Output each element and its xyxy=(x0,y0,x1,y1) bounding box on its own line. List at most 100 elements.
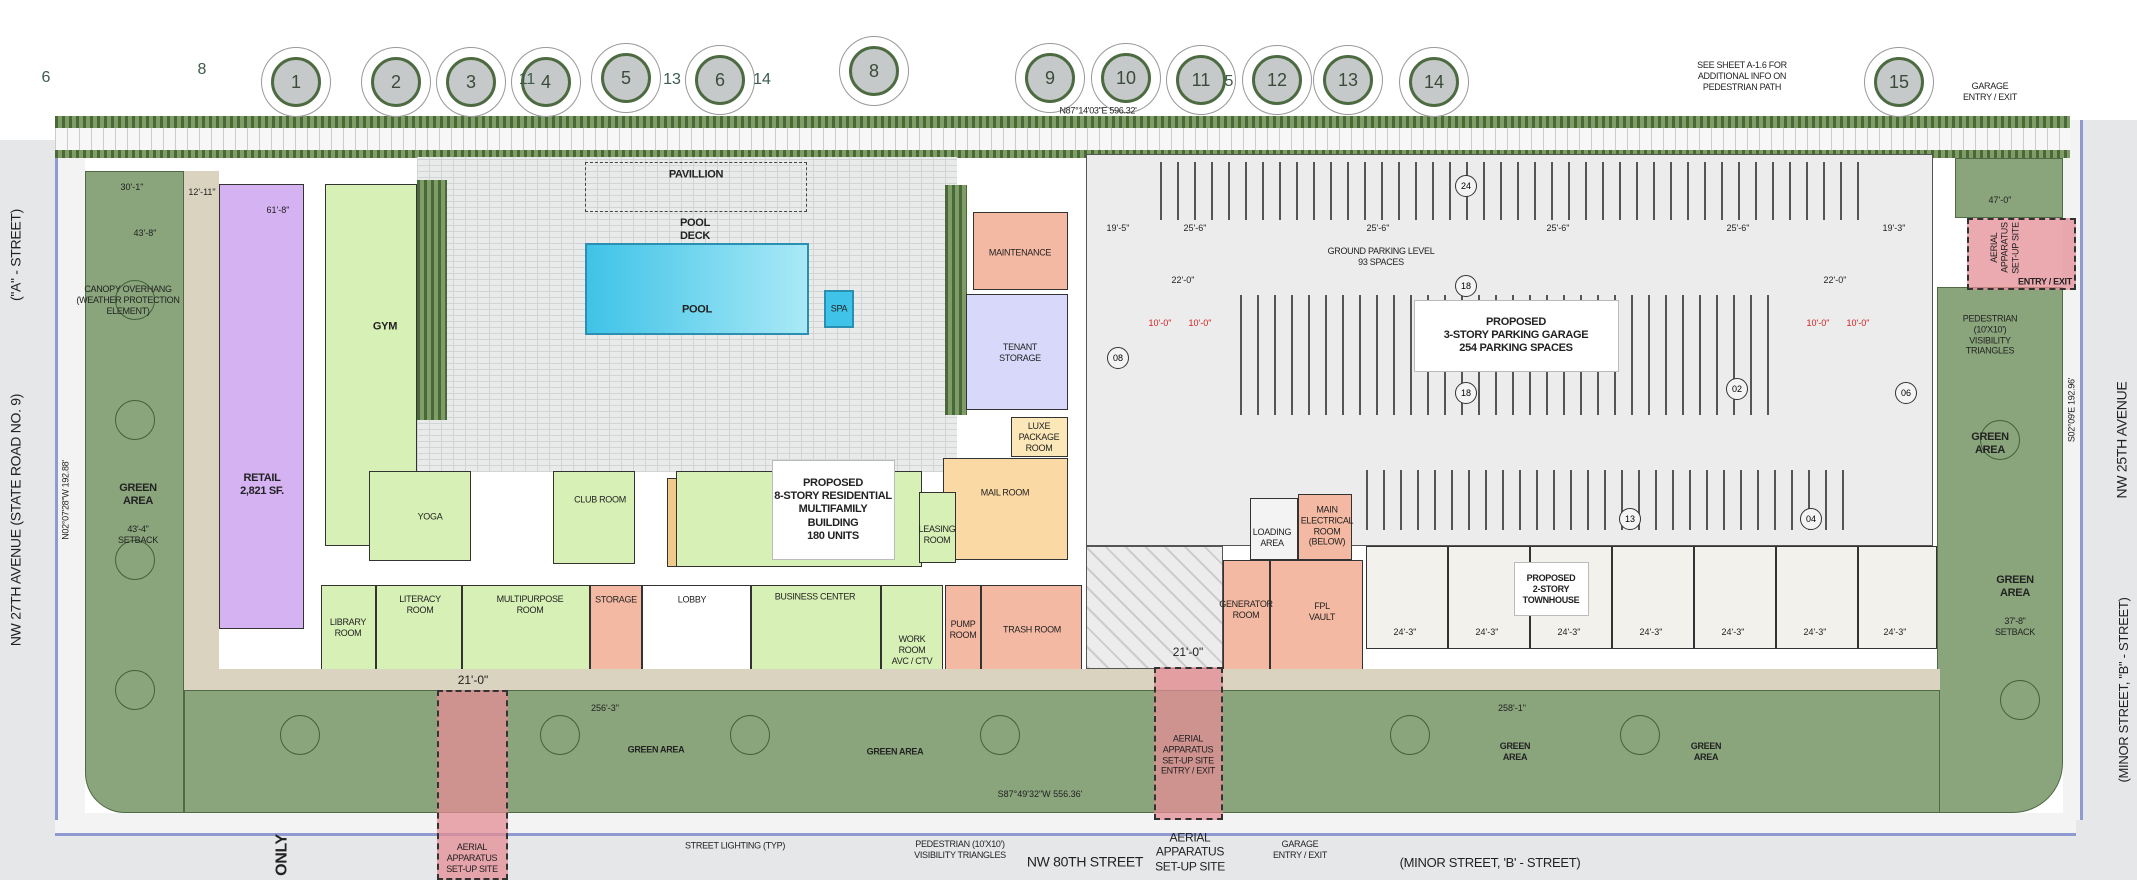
tree-12: 12 xyxy=(1252,55,1302,105)
fpl-vault[interactable] xyxy=(1270,560,1363,672)
generator-room[interactable] xyxy=(1223,560,1270,672)
canopy-note: CANOPY OVERHANG (WEATHER PROTECTION ELEM… xyxy=(76,283,180,316)
west-street-alt-name: ("A" - STREET) xyxy=(7,208,24,302)
pool-label: POOL xyxy=(682,303,712,316)
spa-label: SPA xyxy=(830,303,848,314)
tree-1: 1 xyxy=(271,57,321,107)
pump-room-label: PUMP ROOM xyxy=(949,619,977,640)
east-setback-label: 37'-8" SETBACK xyxy=(1995,616,2035,637)
parking-count-badge: 08 xyxy=(1107,347,1129,369)
south-tree xyxy=(540,715,580,755)
club-room[interactable] xyxy=(553,471,635,564)
townhouse-unit[interactable] xyxy=(1858,546,1937,649)
townhouse-unit[interactable] xyxy=(1366,546,1448,649)
tree-number: 2 xyxy=(390,71,401,92)
luxe-package-room[interactable] xyxy=(1011,417,1068,457)
drive-dim: 25'-6" xyxy=(1546,223,1570,233)
west-tree xyxy=(115,540,155,580)
leasing-room-label: LEASING ROOM xyxy=(918,524,956,545)
retail-label: RETAIL 2,821 SF. xyxy=(240,471,284,497)
townhouse-unit[interactable] xyxy=(1694,546,1776,649)
tree-5: 5 xyxy=(601,53,651,103)
garage-label: PROPOSED 3-STORY PARKING GARAGE 254 PARK… xyxy=(1443,316,1589,355)
east-street-name: NW 25TH AVENUE xyxy=(2113,381,2130,499)
east-bearing: S02°09'E 192.96' xyxy=(2066,377,2077,443)
parking-count-badge: 06 xyxy=(1895,382,1917,404)
courtyard-planter xyxy=(417,180,447,420)
drive-dim: 19'-5" xyxy=(1106,223,1130,233)
south-tree xyxy=(730,715,770,755)
gym-label: GYM xyxy=(372,320,398,333)
east-green-label-1: GREEN AREA xyxy=(1971,430,2009,456)
west-setback-label: 43'-4" SETBACK xyxy=(118,524,158,545)
north-hedge-bottom xyxy=(55,150,2070,158)
garage-entry-south-note: GARAGE ENTRY / EXIT xyxy=(1272,839,1328,860)
west-dim-3: 43'-8" xyxy=(133,228,157,238)
loading-area-label: LOADING AREA xyxy=(1252,527,1292,548)
tenant-storage[interactable] xyxy=(966,294,1068,410)
red-dim: 10'-0" xyxy=(1188,318,1212,328)
east-sidewalk xyxy=(2063,120,2083,820)
tree-number: 11 xyxy=(1191,69,1211,90)
tree-number: 6 xyxy=(714,69,725,90)
multipurpose-room[interactable] xyxy=(462,585,590,672)
south-run-dim: 258'-1" xyxy=(1498,703,1526,713)
townhouse-unit[interactable] xyxy=(1612,546,1694,649)
main-electrical-room[interactable] xyxy=(1298,494,1352,560)
yoga-room[interactable] xyxy=(369,471,471,561)
storage-room[interactable] xyxy=(590,585,642,672)
south-green-label-4: GREEN AREA xyxy=(1690,741,1722,762)
north-pedestrian-path xyxy=(55,128,2070,150)
south-green-label-1: GREEN AREA xyxy=(627,744,685,755)
west-dim-2: 12'-11" xyxy=(188,187,216,197)
library-room[interactable] xyxy=(321,585,376,672)
red-dim: 10'-0" xyxy=(1806,318,1830,328)
maintenance-room[interactable] xyxy=(973,212,1068,290)
lobby-label: LOBBY xyxy=(677,594,707,605)
east-green-north xyxy=(1955,158,2063,218)
south-bearing: S87°49'32"W 556.36' xyxy=(997,789,1083,799)
tree-number: 14 xyxy=(1423,71,1445,92)
west-walkway xyxy=(184,171,219,690)
mail-room[interactable] xyxy=(943,458,1068,560)
west-tree xyxy=(115,670,155,710)
tree-13: 13 xyxy=(1323,55,1373,105)
tree-2: 2 xyxy=(371,57,421,107)
fpl-vault-label: FPL VAULT xyxy=(1308,601,1336,622)
pump-room[interactable] xyxy=(945,585,981,672)
townhouse-label: PROPOSED 2-STORY TOWNHOUSE xyxy=(1522,572,1580,605)
street-lighting-note: STREET LIGHTING (TYP) xyxy=(684,840,786,851)
south-street xyxy=(0,836,2137,880)
ped-triangles-south-note: PEDESTRIAN (10'X10') VISIBILITY TRIANGLE… xyxy=(914,839,1006,860)
townhouse-label-box xyxy=(1514,562,1589,616)
south-sidewalk xyxy=(55,813,2076,836)
west-street xyxy=(0,140,55,880)
drive-dim: 25'-6" xyxy=(1726,223,1750,233)
tree-number: 1 xyxy=(290,71,301,92)
townhouse-dim: 24'-3" xyxy=(1557,627,1581,637)
east-tree xyxy=(2000,680,2040,720)
drive-dim: 22'-0" xyxy=(1823,275,1847,285)
drive-dim: 22'-0" xyxy=(1171,275,1195,285)
leasing-room[interactable] xyxy=(919,492,956,563)
east-tree xyxy=(1980,420,2020,460)
work-room[interactable] xyxy=(881,585,943,672)
pavement-marking-only: ONLY xyxy=(273,834,291,876)
tree-8: 8 xyxy=(849,46,899,96)
drive-dim: 25'-6" xyxy=(1183,223,1207,233)
aerial-site-east xyxy=(1967,218,2076,290)
south-tree xyxy=(1390,715,1430,755)
west-dim-1: 30'-1" xyxy=(120,182,144,192)
lobby[interactable] xyxy=(642,585,751,672)
retail-space[interactable] xyxy=(219,184,304,629)
parking-stalls-south xyxy=(1366,470,1846,530)
courtyard-planter xyxy=(945,185,967,415)
east-street-alt-name: (MINOR STREET, "B" - STREET) xyxy=(2116,597,2132,783)
drive-dim: 19'-3" xyxy=(1882,223,1906,233)
townhouse-unit[interactable] xyxy=(1776,546,1858,649)
tree-label: 5 xyxy=(1224,73,1234,90)
maintenance-label: MAINTENANCE xyxy=(988,247,1052,258)
south-run-dim: 256'-3" xyxy=(591,703,619,713)
loading-area[interactable] xyxy=(1250,498,1298,560)
tree-label: 8 xyxy=(197,61,207,78)
